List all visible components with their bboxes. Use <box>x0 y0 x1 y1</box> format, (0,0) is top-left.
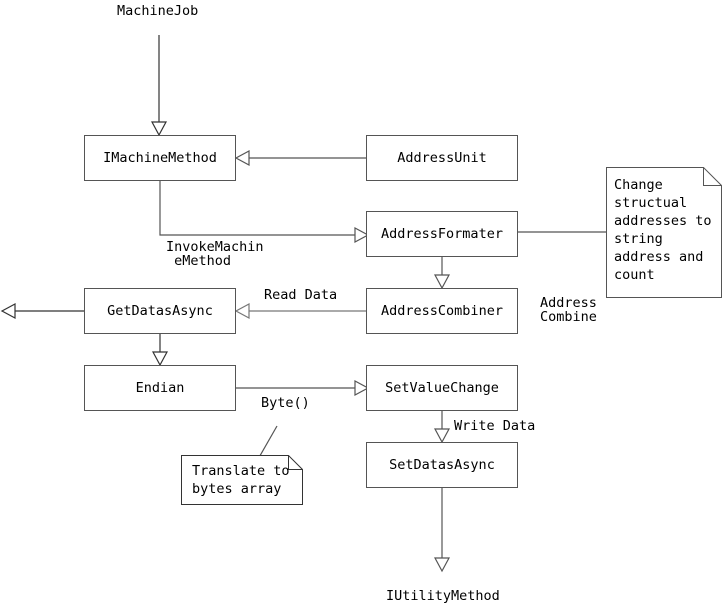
note-bytes-translate[interactable]: Translate to bytes array <box>181 455 303 505</box>
node-addresscombiner[interactable]: AddressCombiner <box>366 288 518 334</box>
iutilitymethod-label: IUtilityMethod <box>386 588 500 604</box>
edge-label-write-data: Write Data <box>454 418 536 434</box>
connector-setvaluechange-to-setdatasasync <box>433 411 451 444</box>
connector-imachinemethod-to-addressformater <box>159 181 370 244</box>
note-address-transform[interactable]: Change structual addresses to string add… <box>606 167 722 298</box>
node-label-getdatasasync: GetDatasAsync <box>107 303 213 319</box>
node-getdatasasync[interactable]: GetDatasAsync <box>84 288 236 334</box>
note-text-bytes-translate: Translate to bytes array <box>192 463 290 497</box>
edge-label-read-data: Read Data <box>264 287 338 303</box>
node-setvaluechange[interactable]: SetValueChange <box>366 365 518 411</box>
connector-addresscombiner-to-getdatasasync <box>234 302 366 320</box>
node-addressformater[interactable]: AddressFormater <box>366 211 518 257</box>
node-label-addressunit: AddressUnit <box>397 150 487 166</box>
node-label-addresscombiner: AddressCombiner <box>381 303 503 319</box>
connector-endian-to-setvaluechange <box>236 379 370 397</box>
connector-getdatasasync-to-endian <box>151 334 169 367</box>
node-label-endian: Endian <box>135 380 185 396</box>
node-label-setvaluechange: SetValueChange <box>385 380 499 396</box>
connector-getdatasasync-to-external <box>0 302 84 320</box>
note-outline-icon <box>606 167 722 298</box>
edge-label-address-combine: Address Combine <box>540 295 597 325</box>
edge-label-invoke-machine-method: InvokeMachin eMethod <box>166 239 264 269</box>
connector-addressformater-to-addresscombiner <box>433 257 451 290</box>
node-label-addressformater: AddressFormater <box>381 226 503 242</box>
node-label-imachinemethod: IMachineMethod <box>103 150 217 166</box>
node-label-setdatasasync: SetDatasAsync <box>389 457 495 473</box>
machinejob-label: MachineJob <box>117 3 199 19</box>
node-setdatasasync[interactable]: SetDatasAsync <box>366 442 518 488</box>
node-endian[interactable]: Endian <box>84 365 236 411</box>
note-outline-icon <box>181 455 303 505</box>
connector-setdatasasync-to-iutilitymethod <box>433 488 451 573</box>
note-text-address-transform: Change structual addresses to string add… <box>614 177 712 283</box>
node-addressunit[interactable]: AddressUnit <box>366 135 518 181</box>
node-imachinemethod[interactable]: IMachineMethod <box>84 135 236 181</box>
connector-machinejob-to-imachinemethod <box>150 35 168 137</box>
connector-addressunit-to-imachinemethod <box>234 149 366 167</box>
edge-label-byte-array: Byte() <box>261 395 310 411</box>
